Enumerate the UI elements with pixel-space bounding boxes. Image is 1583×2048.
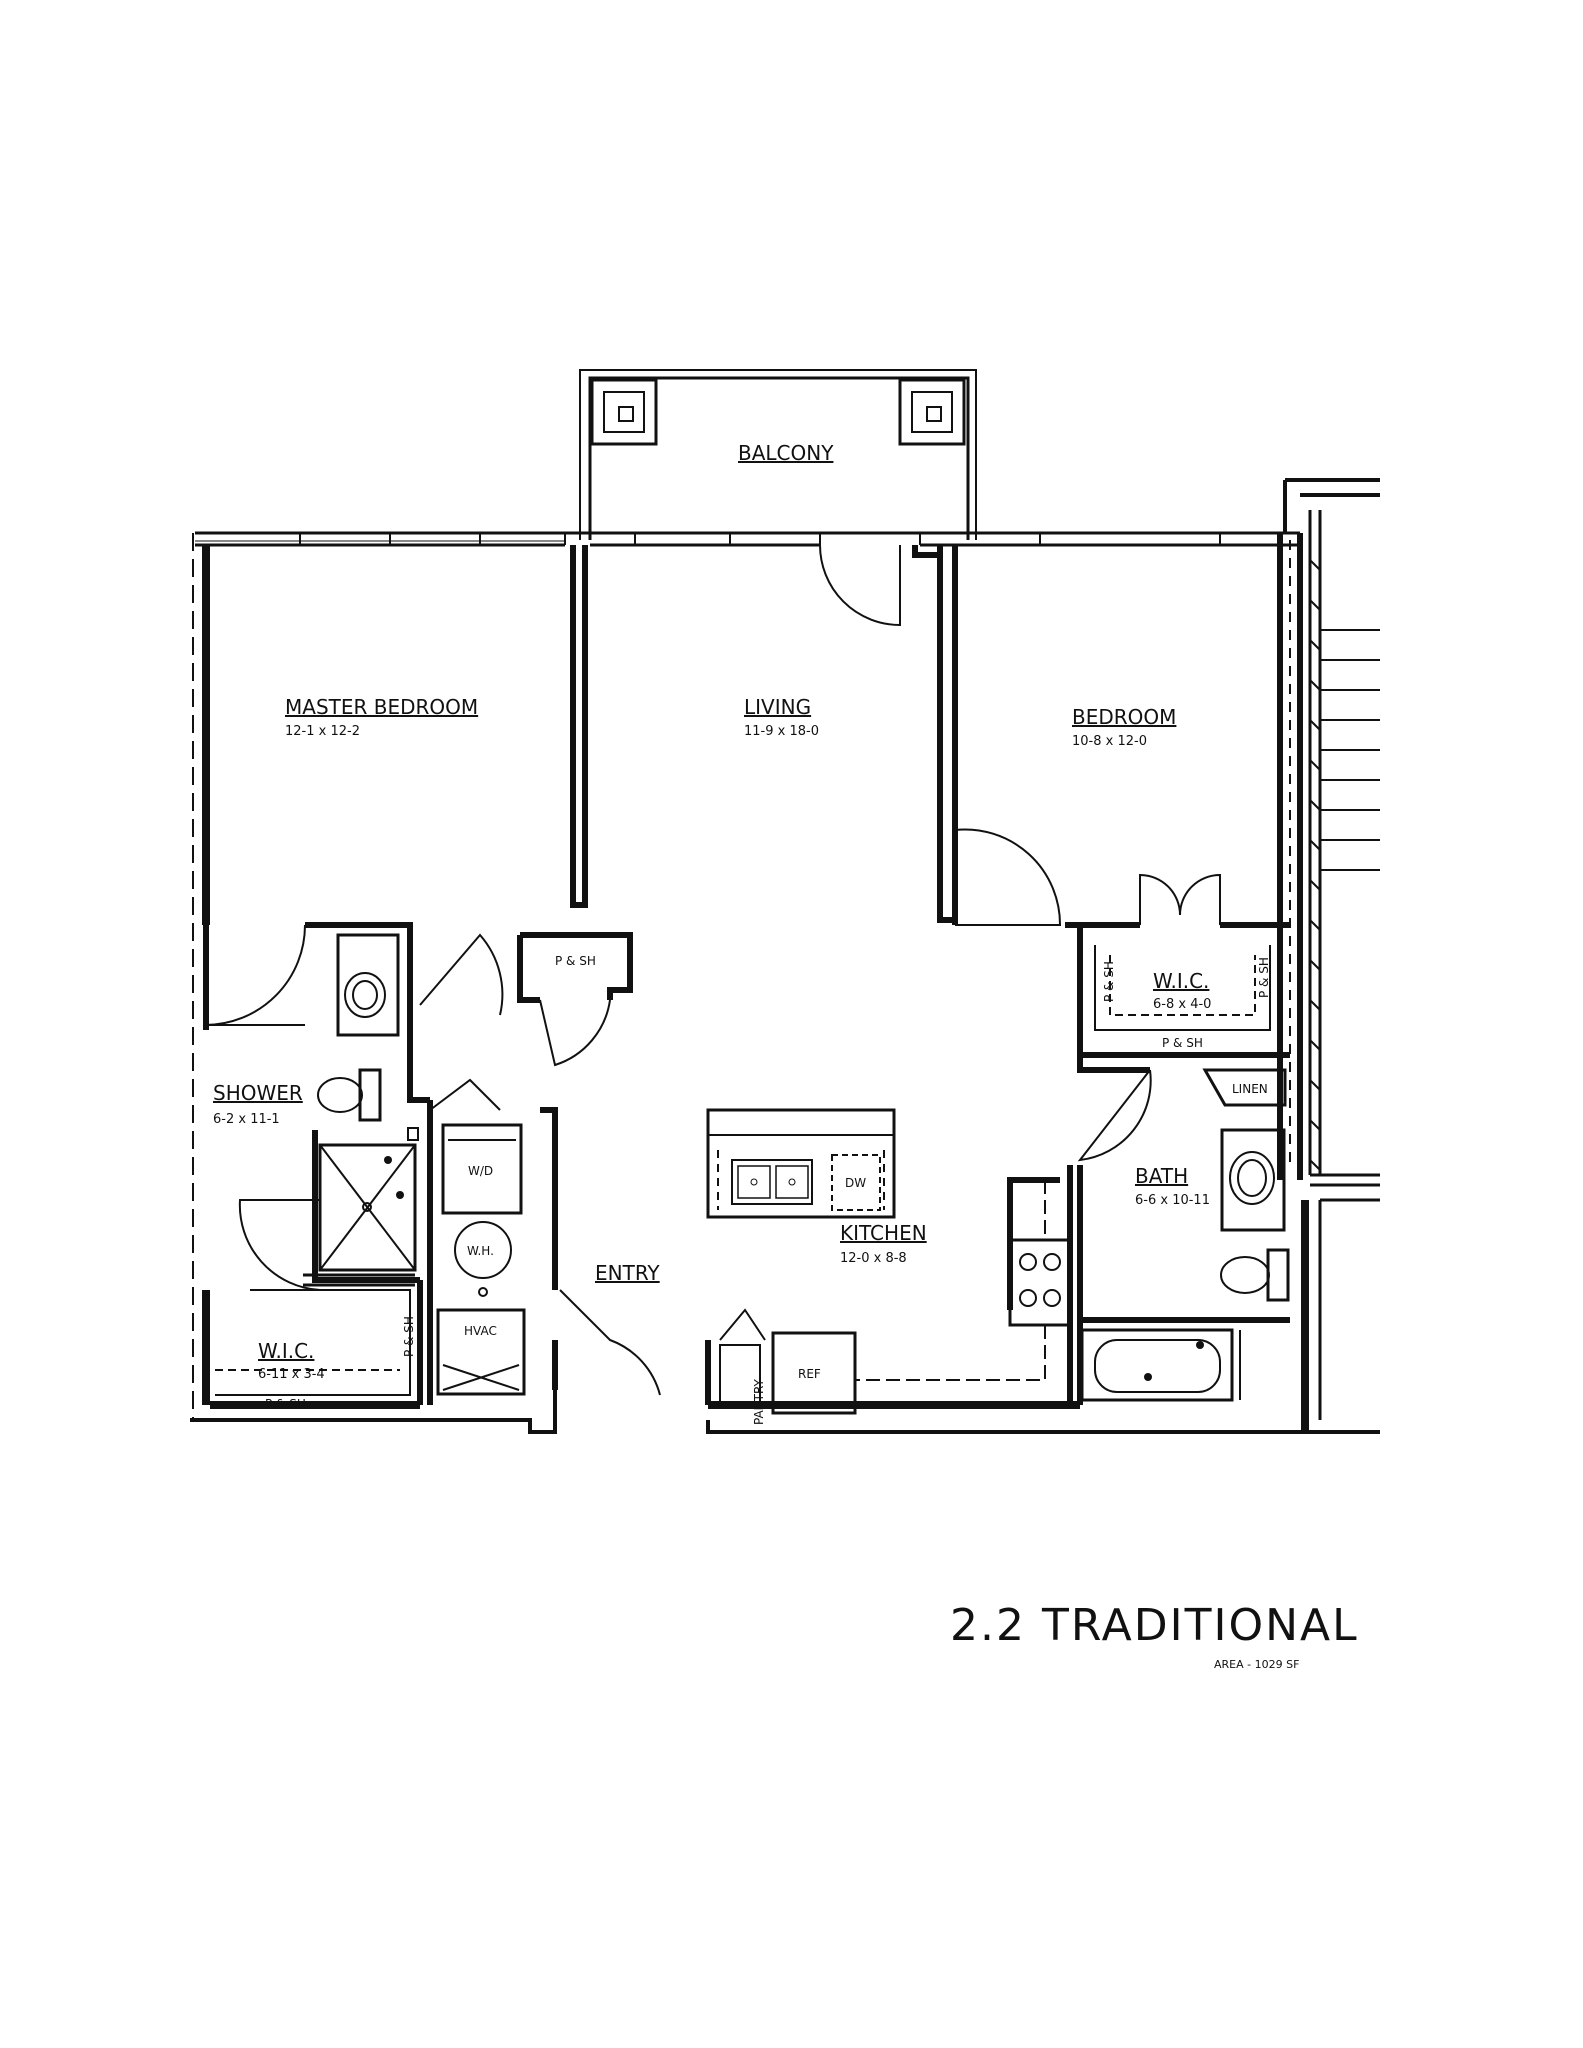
bedroom-wic-label: W.I.C. bbox=[1153, 969, 1209, 993]
master-wic-ps-bottom: P & SH bbox=[265, 1397, 306, 1411]
kitchen-dims: 12-0 x 8-8 bbox=[840, 1251, 907, 1266]
master-wic-label: W.I.C. bbox=[258, 1339, 314, 1363]
utility-fixtures bbox=[407, 1123, 526, 1396]
living-dims: 11-9 x 18-0 bbox=[744, 724, 819, 739]
master-bedroom-dims: 12-1 x 12-2 bbox=[285, 724, 360, 739]
master-bedroom-label: MASTER BEDROOM bbox=[285, 695, 478, 719]
balcony bbox=[579, 369, 977, 540]
washer-dryer-label: W/D bbox=[468, 1164, 493, 1178]
fixture-labels: P & SH P & SH P & SH P & SH P & SH P & S… bbox=[265, 954, 1271, 1425]
dishwasher-label: DW bbox=[845, 1176, 866, 1190]
bath-fixtures bbox=[1080, 1068, 1290, 1402]
entry-label: ENTRY bbox=[595, 1261, 660, 1285]
balcony-label: BALCONY bbox=[738, 441, 834, 465]
water-heater-label: W.H. bbox=[467, 1244, 494, 1258]
bedroom-wic-ps-bottom: P & SH bbox=[1162, 1036, 1203, 1050]
exterior-railing bbox=[1289, 540, 1380, 1171]
kitchen-label: KITCHEN bbox=[840, 1221, 927, 1245]
exterior-walls bbox=[190, 478, 1380, 1434]
bedroom-wic-ps-right: P & SH bbox=[1257, 957, 1271, 998]
door-swings bbox=[204, 544, 1221, 1396]
room-labels: BALCONY MASTER BEDROOM 12-1 x 12-2 LIVIN… bbox=[213, 441, 1211, 1382]
shower-label: SHOWER bbox=[213, 1081, 303, 1105]
plan-title: 2.2 TRADITIONAL bbox=[950, 1600, 1359, 1651]
shower-heads bbox=[384, 1156, 1204, 1381]
pantry-label: PANTRY bbox=[752, 1378, 766, 1425]
kitchen-island bbox=[706, 1108, 896, 1219]
shower-dims: 6-2 x 11-1 bbox=[213, 1112, 280, 1127]
master-wic-ps-side: P & SH bbox=[402, 1316, 416, 1357]
wic-shelves bbox=[1094, 945, 1271, 1031]
plan-area: AREA - 1029 SF bbox=[1214, 1658, 1300, 1671]
linen-label: LINEN bbox=[1232, 1082, 1268, 1096]
closet-ps-label: P & SH bbox=[555, 954, 596, 968]
bedroom-dims: 10-8 x 12-0 bbox=[1072, 734, 1147, 749]
master-wic-dims: 6-11 x 3-4 bbox=[258, 1367, 325, 1382]
master-bath-fixtures bbox=[215, 933, 417, 1396]
bath-label: BATH bbox=[1135, 1164, 1188, 1188]
bedroom-wic-ps-left: P & SH bbox=[1102, 961, 1116, 1002]
kitchen-counter bbox=[719, 1180, 1072, 1415]
refrigerator-label: REF bbox=[798, 1367, 821, 1381]
living-label: LIVING bbox=[744, 695, 811, 719]
bedroom-label: BEDROOM bbox=[1072, 705, 1176, 729]
bath-dims: 6-6 x 10-11 bbox=[1135, 1193, 1210, 1208]
bedroom-wic-dims: 6-8 x 4-0 bbox=[1153, 997, 1211, 1012]
hvac-label: HVAC bbox=[464, 1324, 497, 1338]
